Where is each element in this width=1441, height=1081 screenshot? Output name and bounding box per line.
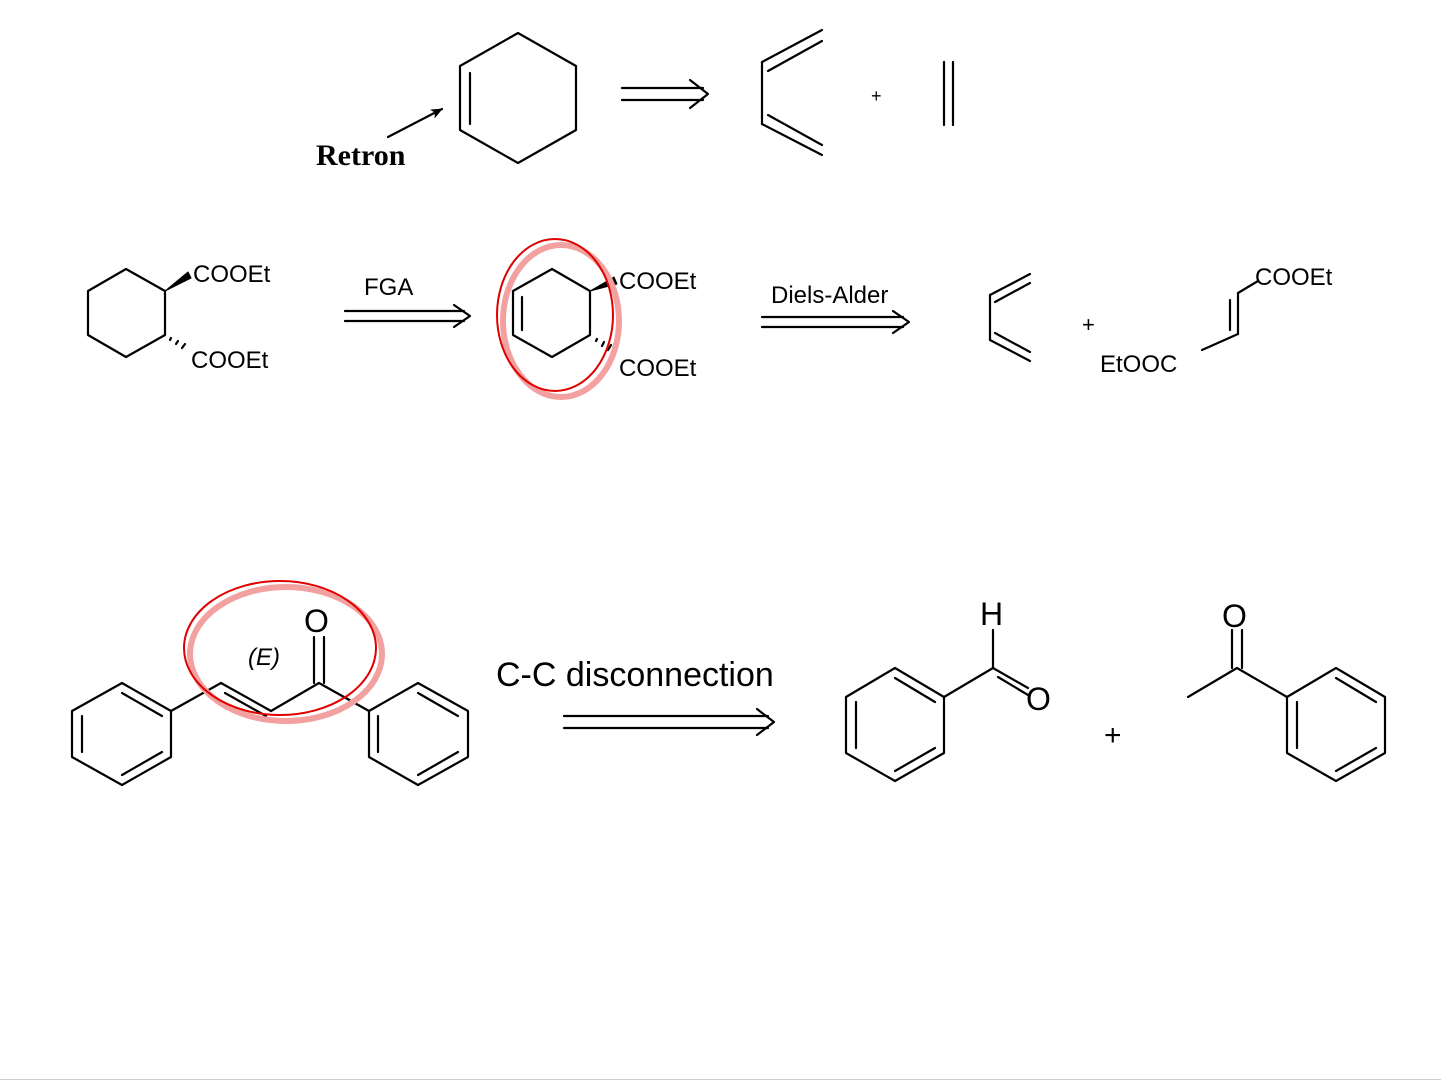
diels-alder-label: Diels-Alder xyxy=(771,282,888,309)
diethyl-fumarate xyxy=(1202,281,1258,350)
fga-arrow xyxy=(345,305,470,327)
aldehyde-hydrogen: H xyxy=(980,596,1003,632)
stereo-descriptor: (E) xyxy=(248,644,280,671)
cyclohexene-diester xyxy=(513,269,617,357)
substituent-cooet-1-top: COOEt xyxy=(193,261,271,288)
fumarate-etooc-bottom: EtOOC xyxy=(1100,351,1177,378)
retron-label: Retron xyxy=(316,139,406,172)
ethylene xyxy=(944,62,953,125)
retro-arrow-1 xyxy=(622,80,708,108)
cyclohexane-diester xyxy=(88,269,191,357)
butadiene-1 xyxy=(762,30,822,155)
bottom-border-line xyxy=(0,1079,1441,1080)
butadiene-2 xyxy=(990,274,1030,361)
acetophenone xyxy=(1188,630,1385,781)
fga-label: FGA xyxy=(364,274,413,301)
cc-disconnection-arrow xyxy=(564,709,774,735)
cyclohexene-retron xyxy=(460,33,576,163)
aldehyde-oxygen: O xyxy=(1026,681,1051,717)
enone-highlight-circle xyxy=(184,581,382,721)
substituent-cooet-1-bottom: COOEt xyxy=(191,347,269,374)
ketone-oxygen: O xyxy=(1222,598,1247,634)
retron-arrow xyxy=(388,109,442,137)
substituent-cooet-2-bottom: COOEt xyxy=(619,355,697,382)
substituent-cooet-2-top: COOEt xyxy=(619,268,697,295)
cc-disconnection-label: C-C disconnection xyxy=(496,656,774,694)
cyclohexene-highlight-circle xyxy=(497,239,619,397)
plus-sign-2: + xyxy=(1082,312,1095,337)
plus-sign-3: + xyxy=(1104,719,1122,752)
chalcone-oxygen: O xyxy=(304,603,329,639)
plus-sign-1: + xyxy=(871,86,882,106)
fumarate-cooet-top: COOEt xyxy=(1255,264,1333,291)
diels-alder-arrow xyxy=(762,311,909,333)
benzaldehyde xyxy=(846,630,1028,781)
